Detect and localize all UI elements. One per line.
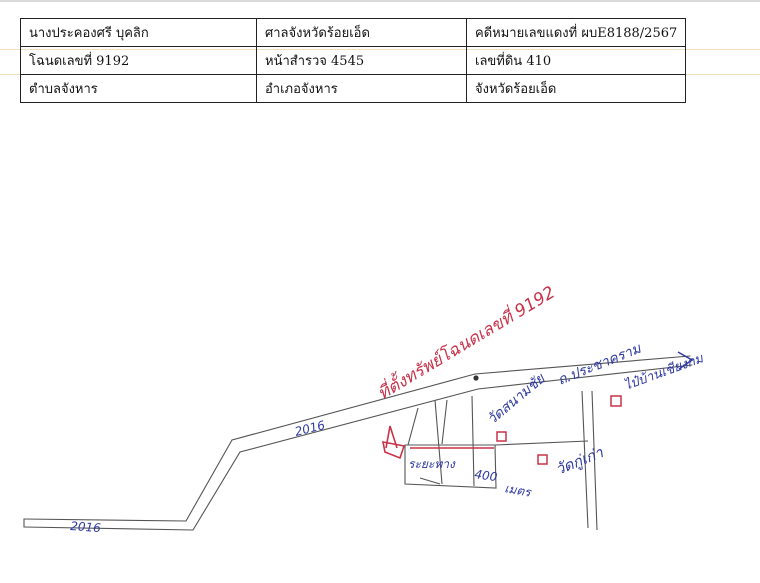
road-number-label: 2016 (70, 519, 102, 535)
property-flag (381, 440, 406, 460)
table-row: ตำบลจังหาร อำเภอจังหาร จังหวัดร้อยเอ็ด (20, 74, 686, 103)
land-number-cell: เลขที่ดิน 410 (466, 46, 686, 75)
road-number-label: 2016 (293, 418, 326, 439)
plot-rectangle (404, 444, 497, 489)
access-lane (407, 407, 419, 446)
vertical-lane (591, 390, 598, 531)
temple-old-marker (537, 454, 548, 465)
temple-old-label: วัดกู่เก่า (553, 443, 607, 479)
province-cell: จังหวัดร้อยเอ็ด (466, 74, 686, 103)
temple-sanam-label: วัดสนามชัย (484, 370, 548, 428)
road-line-lower (23, 364, 693, 531)
subdistrict-cell: ตำบลจังหาร (20, 74, 257, 103)
owner-name-cell: นางประคองศรี บุคลิก (20, 18, 257, 47)
district-cell: อำเภอจังหาร (256, 74, 467, 103)
deed-number-cell: โฉนดเลขที่ 9192 (20, 46, 257, 75)
road-direction-arrow (677, 351, 694, 370)
road-line-upper (23, 355, 691, 522)
pointer-triangle (385, 425, 398, 449)
property-info-table: นางประคองศรี บุคลิก ศาลจังหวัดร้อยเอ็ด ค… (20, 18, 686, 103)
road-outline (23, 355, 693, 531)
survey-page-cell: หน้าสำรวจ 4545 (256, 46, 467, 75)
road-junction-dot (473, 375, 479, 381)
court-cell: ศาลจังหวัดร้อยเอ็ด (256, 18, 467, 47)
property-marker (381, 425, 494, 460)
plot-divider (434, 399, 443, 485)
temple-sanam-marker (496, 431, 507, 442)
distance-prefix: ระยะทาง (408, 457, 456, 471)
vertical-lane (581, 390, 589, 529)
plot-hatch (419, 477, 441, 485)
distance-value: 400 (474, 467, 499, 484)
access-lane (441, 399, 448, 445)
scan-edge (0, 0, 760, 2)
distance-unit: เมตร (503, 481, 533, 500)
plot-divider (471, 395, 475, 487)
table-row: โฉนดเลขที่ 9192 หน้าสำรวจ 4545 เลขที่ดิน… (20, 46, 686, 75)
side-road (494, 390, 598, 531)
village-marker (610, 395, 622, 407)
side-road-line (494, 440, 589, 446)
land-plot (404, 395, 497, 489)
